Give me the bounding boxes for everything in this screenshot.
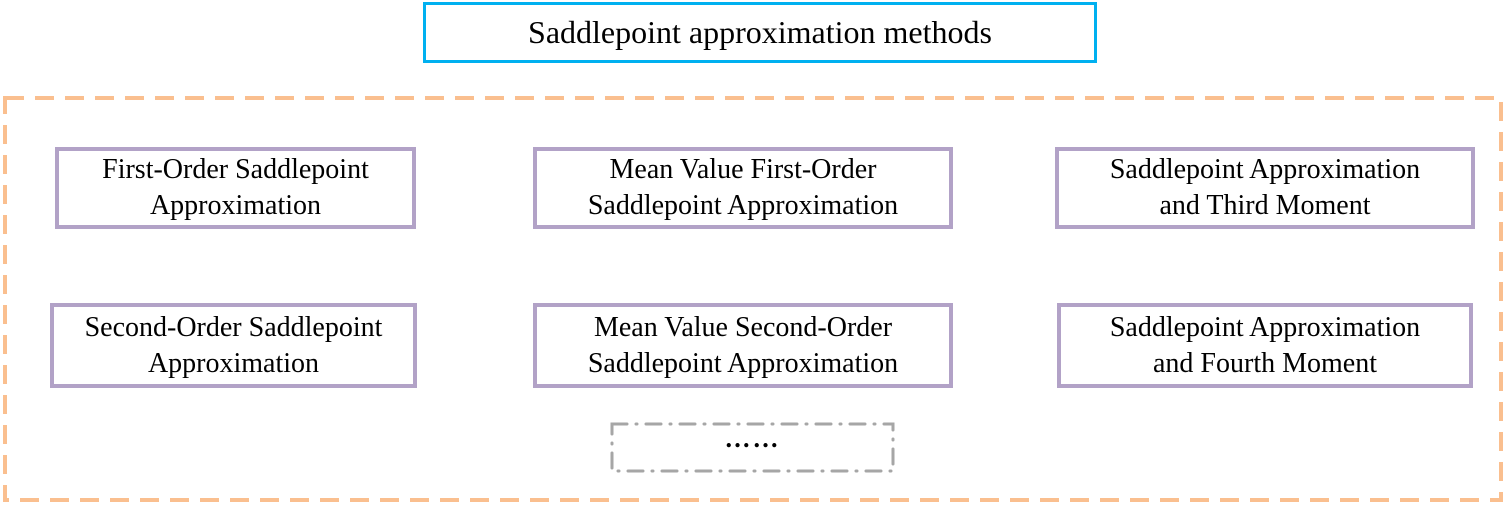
method-label-line: Second-Order Saddlepoint: [84, 311, 383, 343]
method-label-line: First-Order Saddlepoint: [102, 154, 369, 185]
method-box-mean-value-first-order-spa: Mean Value First-Order Saddlepoint Appro…: [533, 147, 953, 229]
method-box-mean-value-second-order-spa: Mean Value Second-Order Saddlepoint Appr…: [533, 303, 953, 388]
method-label-line: and Fourth Moment: [1153, 347, 1377, 379]
method-label-line: and Third Moment: [1159, 190, 1371, 221]
ellipsis-label: ……: [724, 423, 781, 453]
method-box-spa-fourth-moment: Saddlepoint Approximation and Fourth Mom…: [1057, 303, 1473, 388]
method-box-first-order-spa: First-Order Saddlepoint Approximation: [55, 147, 416, 229]
title-box: Saddlepoint approximation methods: [423, 2, 1097, 63]
method-label-line: Mean Value First-Order: [609, 154, 877, 185]
method-label-line: Approximation: [149, 190, 322, 221]
method-box-spa-third-moment: Saddlepoint Approximation and Third Mome…: [1055, 147, 1475, 229]
method-label-line: Saddlepoint Approximation: [587, 347, 899, 379]
method-label-line: Mean Value Second-Order: [593, 311, 893, 343]
title-label: Saddlepoint approximation methods: [528, 14, 992, 50]
method-label-line: Saddlepoint Approximation: [1109, 154, 1421, 185]
method-box-second-order-spa: Second-Order Saddlepoint Approximation: [50, 303, 417, 388]
method-label-line: Approximation: [147, 347, 320, 379]
more-methods-box: ……: [612, 424, 893, 471]
method-label-line: Saddlepoint Approximation: [587, 190, 899, 221]
method-label-line: Saddlepoint Approximation: [1109, 311, 1421, 343]
